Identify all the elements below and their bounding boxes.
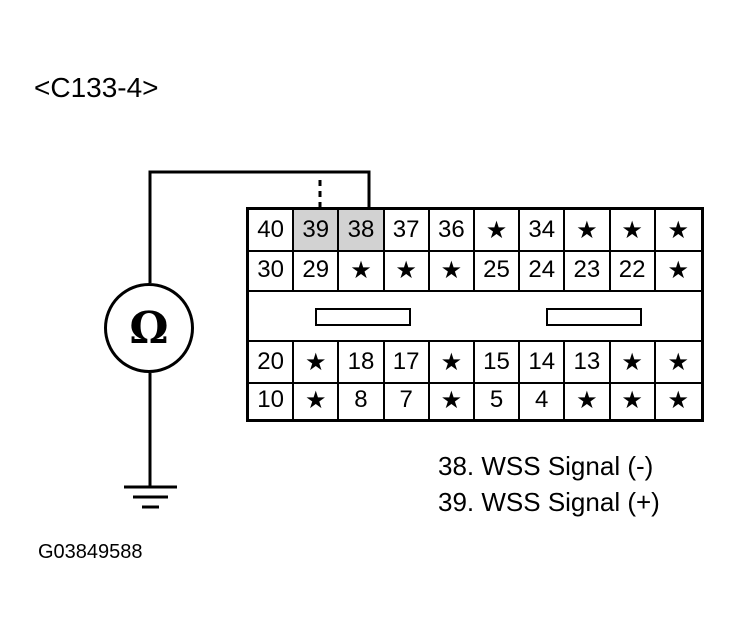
pin-cell: 14 [520, 342, 566, 382]
pin-cell: 17 [385, 342, 430, 382]
pin-cell: ★ [430, 250, 475, 290]
pin-cell: 13 [565, 342, 611, 382]
connector-id-label: <C133-4> [34, 72, 159, 103]
pin-cell: ★ [667, 386, 690, 414]
pin-cell: 22 [611, 250, 656, 290]
pin-cell: 5 [475, 380, 521, 420]
pin-cell: ★ [294, 380, 340, 420]
pin-cell: 4 [520, 380, 566, 420]
pin-cell: 15 [475, 342, 521, 382]
pin-cell: 25 [475, 250, 521, 290]
pin-cell: 37 [385, 210, 430, 250]
pin-cell: ★ [430, 342, 475, 382]
meter-lead-solid [148, 170, 371, 283]
pin-cell: 18 [339, 342, 385, 382]
pin-cell: 36 [430, 210, 475, 250]
pin-cell: 20 [249, 342, 295, 382]
pin-cell: 10 [249, 380, 295, 420]
pin-cell: ★ [667, 256, 690, 284]
connector-row-4: 10 ★ 8 7 ★ 5 4 ★ ★ ★ [249, 380, 701, 420]
connector-key-slot [546, 308, 642, 326]
pin-cell: ★ [565, 210, 611, 250]
pin-cell: 30 [249, 250, 295, 290]
legend-pin-39: 39. WSS Signal (+) [438, 487, 660, 517]
pin-cell-highlighted: 38 [339, 210, 385, 250]
connector-row-3: 20 ★ 18 17 ★ 15 14 13 ★ ★ [249, 340, 701, 384]
pin-cell: ★ [611, 380, 656, 420]
pin-cell: ★ [339, 250, 385, 290]
pin-cell: 7 [385, 380, 430, 420]
ohm-symbol: Ω [129, 302, 169, 354]
pin-cell: ★ [385, 250, 430, 290]
pin-cell: ★ [475, 210, 521, 250]
pin-cell: ★ [565, 380, 611, 420]
pin-cell: ★ [667, 348, 690, 376]
pin-cell: ★ [611, 210, 656, 250]
pin-cell: ★ [667, 216, 690, 244]
pin-cell: ★ [430, 380, 475, 420]
connector-row-2: 30 29 ★ ★ ★ 25 24 23 22 ★ [249, 250, 701, 292]
pin-cell: 40 [249, 210, 295, 250]
pin-cell: ★ [611, 342, 656, 382]
pin-cell: 8 [339, 380, 385, 420]
pin-cell: 23 [565, 250, 611, 290]
pin-cell: 24 [520, 250, 566, 290]
connector-row-1: 40 39 38 37 36 ★ 34 ★ ★ ★ [249, 210, 701, 252]
pin-cell: ★ [294, 342, 340, 382]
pin-cell: 29 [294, 250, 340, 290]
connector-key-slot [315, 308, 411, 326]
legend-pin-38: 38. WSS Signal (-) [438, 451, 654, 481]
figure-id: G03849588 [38, 541, 143, 563]
ground-icon [124, 485, 177, 509]
pin-cell: 34 [520, 210, 566, 250]
connector-c133-4: 40 39 38 37 36 ★ 34 ★ ★ ★ 30 29 ★ ★ ★ 25… [246, 207, 704, 422]
pin-cell-highlighted: 39 [294, 210, 340, 250]
ohmmeter-icon: Ω [104, 283, 194, 373]
